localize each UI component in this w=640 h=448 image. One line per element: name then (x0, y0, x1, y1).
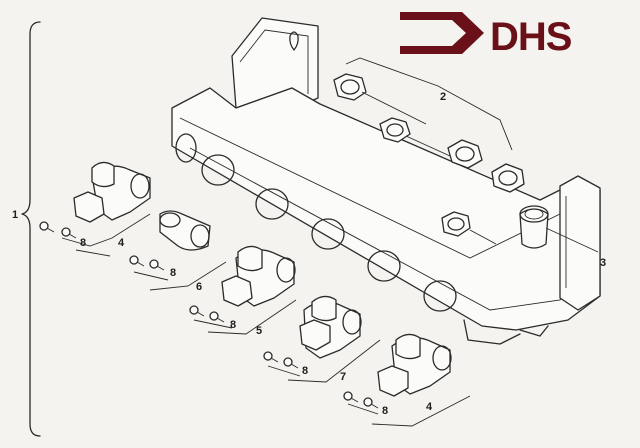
pipe-stub (519, 205, 549, 249)
callout-label-2: 2 (440, 91, 446, 103)
callout-label-8-c: 8 (230, 319, 236, 331)
union-nut (441, 211, 471, 237)
isolation-valve (73, 161, 151, 223)
logo-text: DHS (490, 15, 572, 59)
manifold-frame (171, 17, 601, 345)
screw (189, 305, 205, 317)
screw (129, 255, 145, 267)
fixing-screws (39, 221, 379, 409)
logo-arrow-mark (400, 12, 484, 54)
screw (343, 391, 359, 403)
screw (363, 397, 379, 409)
union-nut (491, 163, 525, 193)
elbow-fitting (159, 210, 211, 251)
dhs-logo: DHS (400, 12, 573, 59)
callout-label-1: 1 (12, 209, 18, 221)
callout-label-3: 3 (600, 257, 606, 269)
screw (263, 351, 279, 363)
union-nuts (333, 73, 525, 245)
screw (283, 357, 299, 369)
callout-label-8-a: 8 (80, 237, 86, 249)
union-nut (333, 73, 367, 101)
callout-label-8-b: 8 (170, 267, 176, 279)
callout-label-4-upper: 4 (118, 237, 125, 249)
isolation-valve (299, 295, 362, 359)
isolation-valve (221, 245, 296, 307)
screw (61, 227, 77, 239)
callout-label-8-d: 8 (302, 365, 308, 377)
callout-label-6: 6 (196, 281, 202, 293)
callout-labels: 1 2 3 4 8 6 8 5 8 7 8 4 8 (12, 91, 606, 417)
union-nut (447, 139, 483, 169)
callout-label-8-e: 8 (382, 405, 388, 417)
callout-label-5: 5 (256, 325, 262, 337)
screw (39, 221, 55, 233)
screw (149, 259, 165, 271)
callout-label-7: 7 (340, 371, 346, 383)
leader-lines (61, 57, 599, 427)
union-nut (379, 117, 411, 143)
isolation-valve (377, 333, 452, 397)
callout-label-4-lower: 4 (426, 401, 433, 413)
assembly-brace (21, 21, 41, 437)
screw (209, 311, 225, 323)
